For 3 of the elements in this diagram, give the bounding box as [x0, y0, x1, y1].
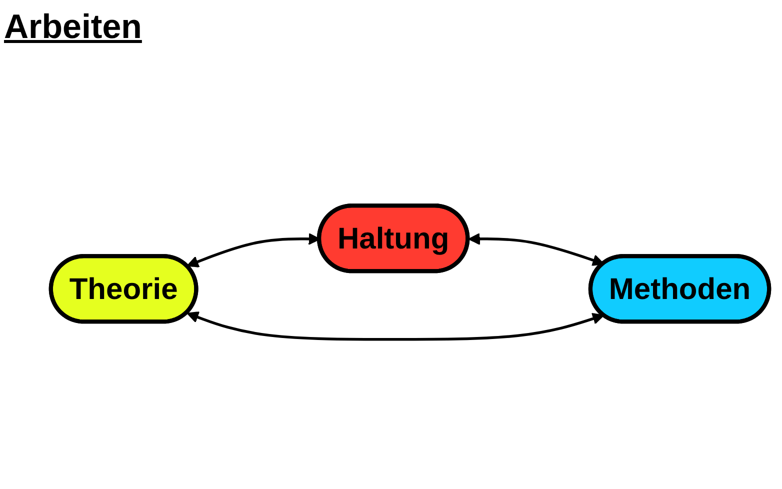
- arrow: [186, 311, 604, 341]
- arrow: [468, 232, 604, 266]
- title: Arbeiten: [4, 8, 142, 47]
